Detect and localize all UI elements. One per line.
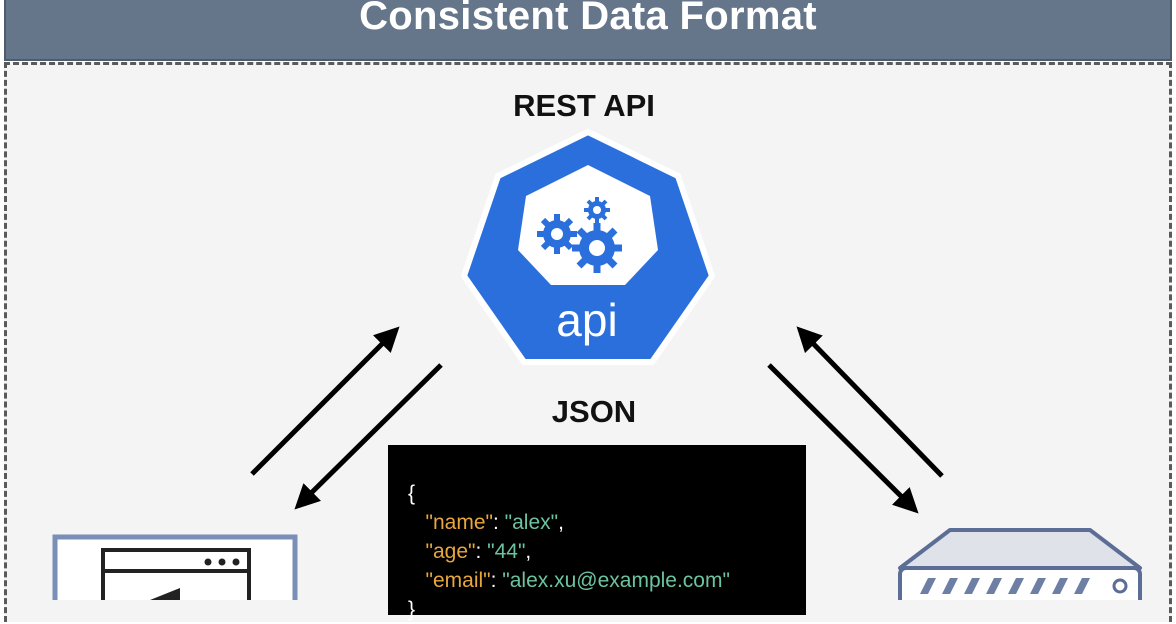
diagram-graphics: api	[52, 129, 1142, 600]
api-icon: api	[461, 129, 715, 365]
arrow-api-to-client	[294, 363, 443, 510]
json-open-brace: {	[408, 482, 416, 505]
json-value-name: "alex"	[504, 511, 559, 534]
server-rack-icon	[898, 528, 1142, 600]
json-comma: ,	[558, 511, 564, 534]
diagram-title: Consistent Data Format	[359, 0, 817, 38]
json-label: JSON	[551, 394, 637, 429]
browser-window-icon	[52, 534, 298, 600]
arrow-client-to-api	[250, 326, 400, 476]
json-close-brace: }	[408, 598, 416, 621]
json-comma: ,	[525, 540, 532, 563]
json-value-age: "44"	[487, 540, 526, 563]
json-key-email: "email"	[425, 569, 491, 592]
arrow-api-to-server	[767, 363, 919, 514]
api-icon-text: api	[556, 294, 617, 346]
gears-icon	[537, 197, 622, 273]
json-key-name: "name"	[425, 511, 493, 534]
title-banner: Consistent Data Format	[4, 0, 1172, 61]
json-key-age: "age"	[425, 540, 476, 563]
json-code-block: { "name": "alex", "age": "44", "email": …	[388, 445, 806, 621]
json-value-email: "alex.xu@example.com"	[502, 569, 730, 592]
rest-api-label: REST API	[513, 88, 655, 123]
arrow-server-to-api	[796, 326, 944, 478]
